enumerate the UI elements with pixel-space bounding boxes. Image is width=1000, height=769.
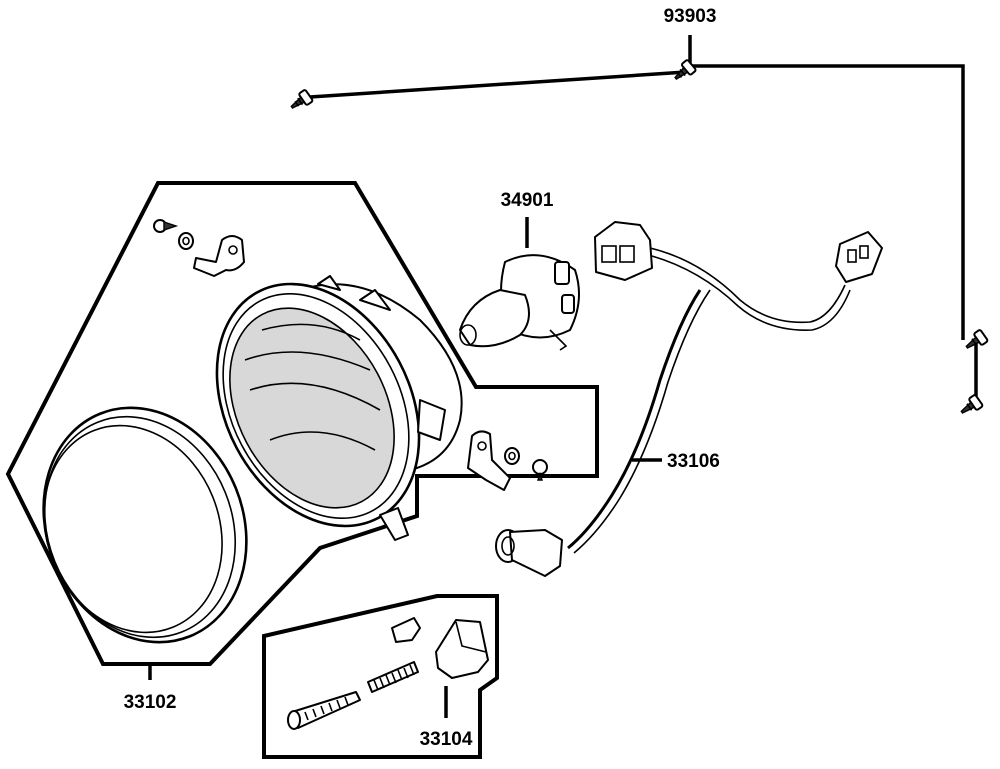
adjuster-group-outline (262, 594, 499, 759)
wiring-harness (495, 221, 883, 577)
mount-clip-lower (467, 430, 511, 491)
screw-icon (674, 59, 697, 80)
label-33106: 33106 (667, 451, 720, 472)
screw-bracket-assembly (309, 35, 978, 398)
headlight-reflector (215, 275, 463, 541)
mount-screw-lower (532, 459, 548, 481)
adjuster-spring (367, 661, 419, 693)
screw-icon (960, 394, 984, 414)
headlight-bulb (459, 217, 580, 351)
screw-icon (965, 329, 989, 349)
label-93903: 93903 (664, 6, 717, 27)
label-33104: 33104 (420, 729, 473, 750)
screw-icon (290, 89, 314, 109)
adjuster-screw (287, 691, 361, 730)
washer-upper (178, 232, 194, 250)
socket-connector (495, 529, 563, 577)
headlight-lens (42, 406, 248, 644)
mount-clip-upper (193, 235, 245, 277)
washer-lower (504, 447, 520, 465)
headlight-group-outline (5, 181, 599, 666)
adjuster-bracket (391, 617, 489, 679)
mount-screw-upper (153, 219, 179, 233)
label-33102: 33102 (124, 692, 177, 713)
label-34901: 34901 (501, 190, 554, 211)
